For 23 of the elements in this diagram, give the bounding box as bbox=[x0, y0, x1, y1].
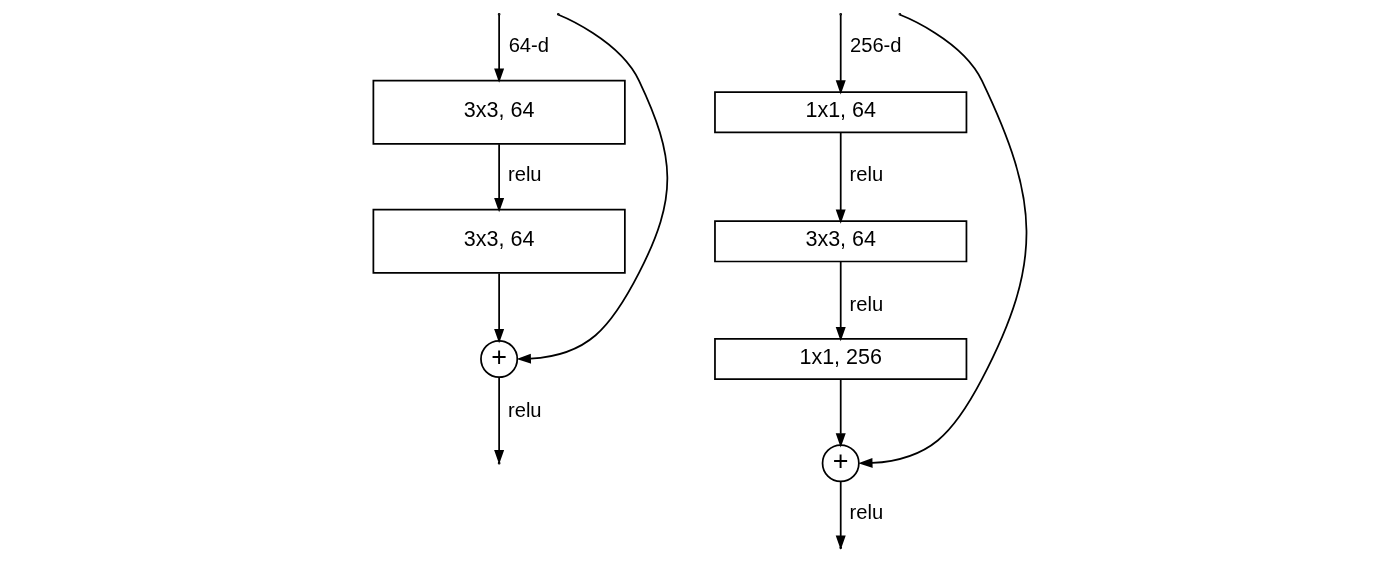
edge-label: relu bbox=[849, 501, 884, 524]
edge-label: 64-d bbox=[508, 34, 549, 57]
arrow bbox=[835, 13, 846, 95]
node-circle: + bbox=[821, 444, 860, 483]
arrow bbox=[835, 131, 846, 224]
node-box: 3x3, 64 bbox=[372, 208, 626, 274]
arrow bbox=[494, 143, 505, 213]
arrow bbox=[494, 13, 505, 83]
arrow bbox=[516, 13, 669, 364]
edge-label: relu bbox=[849, 163, 884, 186]
arrow bbox=[835, 260, 846, 342]
edge-label: 256-d bbox=[850, 34, 902, 57]
node-box: 3x3, 64 bbox=[372, 79, 626, 145]
edge-label: relu bbox=[507, 398, 542, 421]
arrow bbox=[858, 13, 1028, 468]
edge-label: relu bbox=[849, 292, 884, 315]
arrow bbox=[494, 272, 505, 344]
node-box: 1x1, 64 bbox=[714, 91, 968, 134]
node-box: 3x3, 64 bbox=[714, 220, 968, 263]
edge-label: relu bbox=[507, 163, 542, 186]
arrow bbox=[835, 378, 846, 448]
node-box: 1x1, 256 bbox=[714, 337, 968, 381]
node-circle: + bbox=[480, 339, 519, 379]
